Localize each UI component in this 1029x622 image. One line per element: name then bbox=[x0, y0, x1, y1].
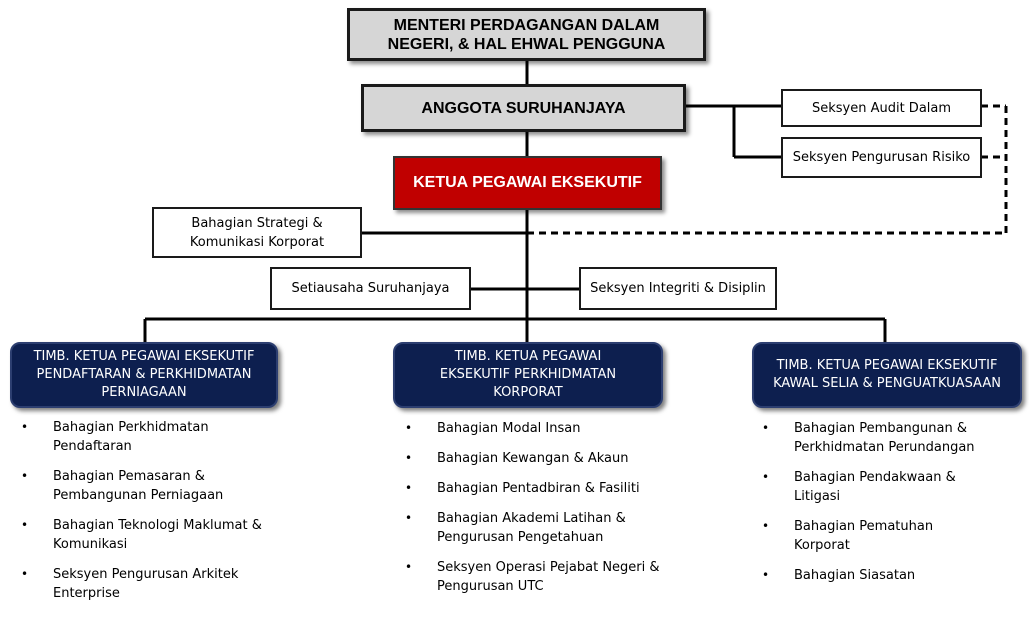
ceo-label: KETUA PEGAWAI EKSEKUTIF bbox=[413, 174, 642, 191]
secretary-label: Setiausaha Suruhanjaya bbox=[291, 281, 450, 296]
risk-label: Seksyen Pengurusan Risiko bbox=[792, 150, 971, 165]
division-box-registration: TIMB. KETUA PEGAWAI EKSEKUTIF PENDAFTARA… bbox=[10, 342, 278, 408]
list-item: Bahagian Akademi Latihan & Pengurusan Pe… bbox=[405, 509, 665, 547]
list-item: Bahagian Pemasaran & Pembangunan Perniag… bbox=[21, 467, 281, 505]
list-item: Bahagian Pembangunan & Perkhidmatan Peru… bbox=[762, 419, 992, 457]
secretary-box: Setiausaha Suruhanjaya bbox=[270, 267, 471, 310]
commission-box: ANGGOTA SURUHANJAYA bbox=[361, 84, 686, 132]
commission-label: ANGGOTA SURUHANJAYA bbox=[421, 99, 626, 117]
audit-label: Seksyen Audit Dalam bbox=[811, 100, 952, 116]
strategy-label: Bahagian Strategi & Komunikasi Korporat bbox=[189, 215, 325, 250]
list-item: Bahagian Perkhidmatan Pendaftaran bbox=[21, 418, 281, 456]
minister-box: MENTERI PERDAGANGAN DALAM NEGERI, & HAL … bbox=[347, 8, 706, 61]
division-list-regulation: Bahagian Pembangunan & Perkhidmatan Peru… bbox=[762, 419, 992, 596]
list-item: Seksyen Operasi Pejabat Negeri & Penguru… bbox=[405, 558, 665, 596]
division-box-regulation: TIMB. KETUA PEGAWAI EKSEKUTIF KAWAL SELI… bbox=[752, 342, 1022, 408]
list-item: Bahagian Kewangan & Akaun bbox=[405, 449, 665, 468]
division-title-corporate: TIMB. KETUA PEGAWAI EKSEKUTIF PERKHIDMAT… bbox=[439, 349, 617, 400]
division-box-corporate: TIMB. KETUA PEGAWAI EKSEKUTIF PERKHIDMAT… bbox=[393, 342, 663, 408]
ceo-box: KETUA PEGAWAI EKSEKUTIF bbox=[393, 156, 662, 210]
list-item: Bahagian Siasatan bbox=[762, 566, 992, 585]
division-title-registration: TIMB. KETUA PEGAWAI EKSEKUTIF PENDAFTARA… bbox=[33, 349, 255, 400]
list-item: Bahagian Pematuhan Korporat bbox=[762, 517, 992, 555]
list-item: Bahagian Teknologi Maklumat & Komunikasi bbox=[21, 516, 281, 554]
integrity-label: Seksyen Integriti & Disiplin bbox=[590, 281, 766, 296]
list-item: Bahagian Pentadbiran & Fasiliti bbox=[405, 479, 665, 498]
list-item: Bahagian Pendakwaan & Litigasi bbox=[762, 468, 992, 506]
list-item: Bahagian Modal Insan bbox=[405, 419, 665, 438]
integrity-box: Seksyen Integriti & Disiplin bbox=[579, 267, 777, 310]
division-list-registration: Bahagian Perkhidmatan Pendaftaran Bahagi… bbox=[21, 418, 281, 614]
minister-label: MENTERI PERDAGANGAN DALAM NEGERI, & HAL … bbox=[387, 16, 666, 53]
list-item: Seksyen Pengurusan Arkitek Enterprise bbox=[21, 565, 281, 603]
risk-box: Seksyen Pengurusan Risiko bbox=[781, 137, 982, 178]
division-list-corporate: Bahagian Modal Insan Bahagian Kewangan &… bbox=[405, 419, 665, 607]
strategy-box: Bahagian Strategi & Komunikasi Korporat bbox=[152, 207, 362, 258]
division-title-regulation: TIMB. KETUA PEGAWAI EKSEKUTIF KAWAL SELI… bbox=[773, 358, 1001, 391]
audit-box: Seksyen Audit Dalam bbox=[781, 89, 982, 127]
